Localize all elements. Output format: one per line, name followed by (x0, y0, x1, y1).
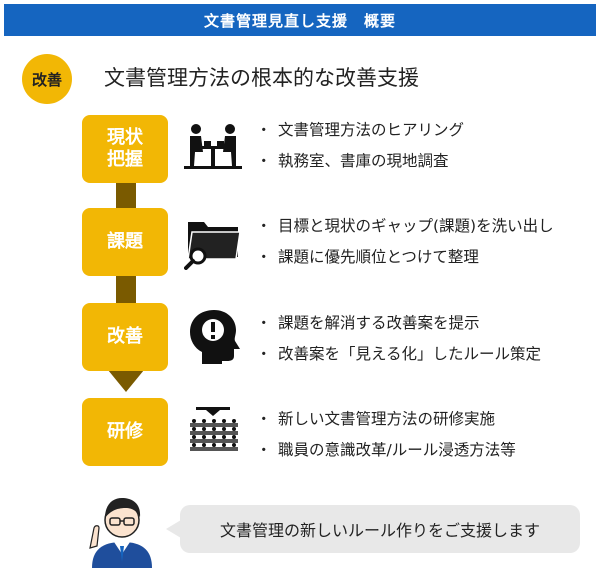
list-item: ・改善案を「見える化」したルール策定 (256, 345, 542, 363)
footer-message: 文書管理の新しいルール作りをご支援します (219, 521, 540, 540)
step-1-label-line-2: 把握 (107, 149, 143, 170)
seminar-icon (190, 407, 238, 451)
step-box-3: 改善 (82, 303, 168, 371)
speech-bubble-tail (166, 520, 181, 538)
head-idea-icon (190, 310, 240, 364)
badge-label: 改善 (31, 70, 62, 89)
list-item: ・目標と現状のギャップ(課題)を洗い出し (256, 217, 554, 235)
step-box-1: 現状 把握 (82, 115, 168, 183)
step-4-label: 研修 (107, 421, 143, 442)
list-item: ・職員の意識改革/ルール浸透方法等 (256, 441, 516, 459)
step-3-label: 改善 (107, 326, 143, 347)
main-title: 文書管理方法の根本的な改善支援 (104, 66, 419, 90)
header-title: 文書管理見直し支援 概要 (203, 11, 396, 30)
consultant-person-icon (89, 498, 152, 568)
list-item: ・課題に優先順位とつけて整理 (256, 248, 479, 266)
header-banner: 文書管理見直し支援 概要 (4, 4, 596, 36)
list-item: ・文書管理方法のヒアリング (256, 121, 465, 139)
folder-search-icon (184, 222, 241, 270)
list-item: ・新しい文書管理方法の研修実施 (256, 410, 496, 428)
meeting-icon (184, 124, 242, 169)
improvement-badge: 改善 (22, 54, 72, 104)
step-box-4: 研修 (82, 398, 168, 466)
step-3-bullets: ・課題を解消する改善案を提示 ・改善案を「見える化」したルール策定 (256, 308, 541, 370)
step-1-bullets: ・文書管理方法のヒアリング ・執務室、書庫の現地調査 (256, 115, 464, 177)
flow-arrow-head (108, 370, 144, 392)
step-2-label: 課題 (107, 231, 143, 252)
step-4-bullets: ・新しい文書管理方法の研修実施 ・職員の意識改革/ルール浸透方法等 (256, 404, 516, 466)
step-2-bullets: ・目標と現状のギャップ(課題)を洗い出し ・課題に優先順位とつけて整理 (256, 211, 554, 273)
step-1-label-line-1: 現状 (107, 127, 143, 148)
step-box-2: 課題 (82, 208, 168, 276)
list-item: ・執務室、書庫の現地調査 (256, 152, 449, 170)
list-item: ・課題を解消する改善案を提示 (256, 314, 480, 332)
speech-bubble: 文書管理の新しいルール作りをご支援します (180, 505, 580, 553)
